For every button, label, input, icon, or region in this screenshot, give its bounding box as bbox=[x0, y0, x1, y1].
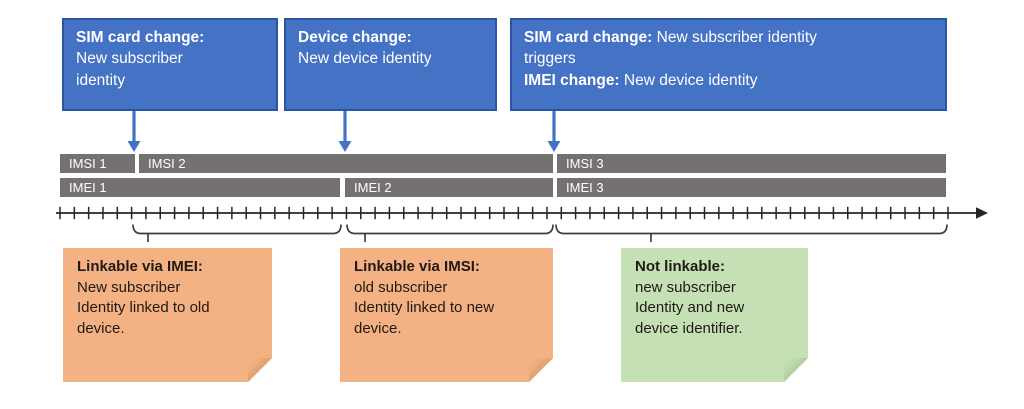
sticky-note-not-linkable: Not linkable: new subscriber Identity an… bbox=[621, 248, 808, 382]
box-body-line: New subscriber bbox=[76, 50, 183, 68]
note-body-line: new subscriber bbox=[635, 278, 736, 296]
note-body-line: old subscriber bbox=[354, 278, 448, 296]
annotation-box-device-change: Device change: New device identity bbox=[284, 18, 497, 111]
down-arrow-icon bbox=[547, 111, 561, 152]
imsi-segment-1: IMSI 1 bbox=[60, 154, 135, 173]
down-arrow-icon bbox=[127, 111, 141, 152]
box-body-line: identity bbox=[76, 71, 126, 89]
note-body-line: New subscriber bbox=[77, 278, 181, 296]
down-arrow-icon bbox=[338, 111, 352, 152]
box-body-line: triggers bbox=[524, 50, 576, 68]
note-body-line: Identity linked to new bbox=[354, 299, 495, 317]
box-body-line: SIM card change: New subscriber identity bbox=[524, 29, 817, 46]
change-down-arrows bbox=[127, 111, 561, 152]
linkability-brace bbox=[132, 224, 342, 242]
imei-segment-2: IMEI 2 bbox=[345, 178, 553, 197]
note-body-line: Identity linked to old bbox=[77, 299, 210, 317]
note-heading: Linkable via IMEI: bbox=[77, 258, 203, 275]
imsi-segment-3: IMSI 3 bbox=[557, 154, 946, 173]
imei-segment-3: IMEI 3 bbox=[557, 178, 946, 197]
note-body-line: device. bbox=[77, 320, 125, 338]
note-heading: Linkable via IMSI: bbox=[354, 258, 480, 275]
sticky-note-linkable-via-imei: Linkable via IMEI: New subscriber Identi… bbox=[63, 248, 272, 382]
annotation-box-sim-and-imei-change: SIM card change: New subscriber identity… bbox=[510, 18, 947, 111]
note-body-line: device identifier. bbox=[635, 320, 743, 338]
annotation-box-sim-card-change: SIM card change: New subscriber identity bbox=[62, 18, 278, 111]
timeline-axis bbox=[56, 206, 988, 220]
sticky-note-linkable-via-imsi: Linkable via IMSI: old subscriber Identi… bbox=[340, 248, 553, 382]
box-body-line: IMEI change: New device identity bbox=[524, 71, 758, 89]
note-body-line: Identity and new bbox=[635, 299, 745, 317]
linkability-brace bbox=[346, 224, 554, 242]
imsi-segment-2: IMSI 2 bbox=[139, 154, 553, 173]
box-body-line: New device identity bbox=[298, 50, 432, 68]
timeline-ticks bbox=[59, 206, 949, 220]
note-heading: Not linkable: bbox=[635, 258, 726, 275]
linkability-brace bbox=[555, 224, 948, 242]
note-body-line: device. bbox=[354, 320, 402, 338]
linkability-braces bbox=[132, 224, 948, 242]
box-heading: SIM card change: bbox=[76, 29, 205, 46]
imei-segment-1: IMEI 1 bbox=[60, 178, 340, 197]
box-heading: Device change: bbox=[298, 29, 412, 46]
